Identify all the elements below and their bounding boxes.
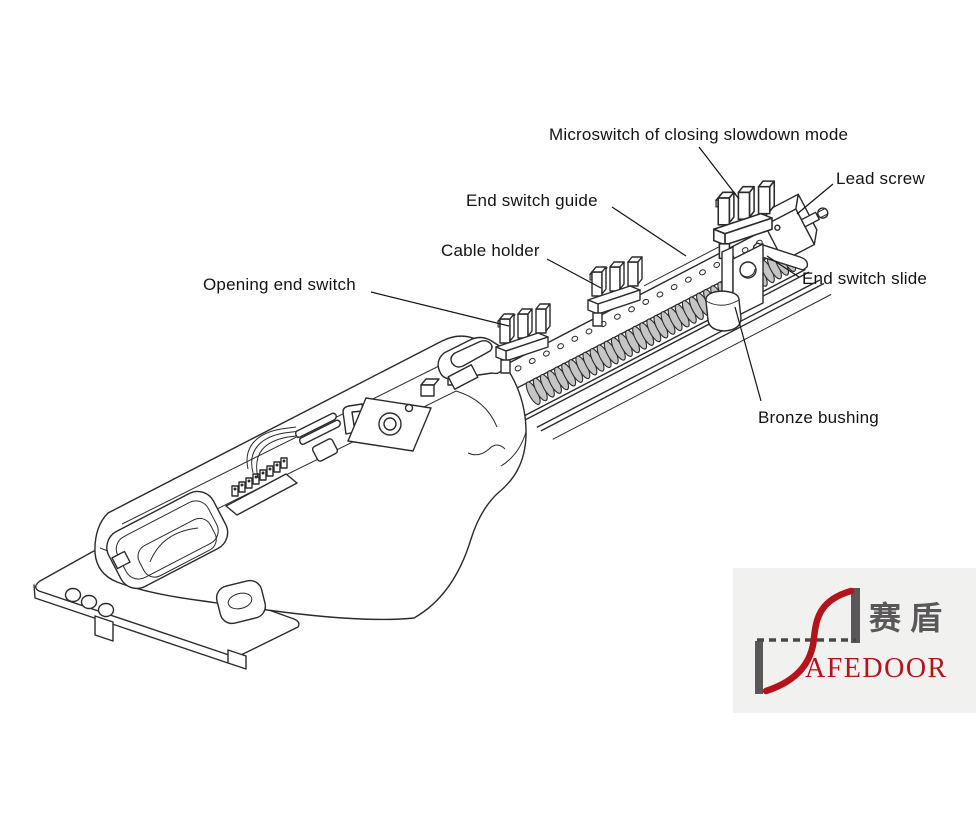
label-end-switch-slide: End switch slide	[802, 269, 927, 288]
label-microswitch: Microswitch of closing slowdown mode	[549, 125, 848, 144]
bottom-tab	[215, 579, 267, 625]
lead-screw-tip	[800, 207, 829, 228]
motor-plate	[342, 397, 432, 452]
label-lead-screw: Lead screw	[836, 169, 925, 188]
terminal-block	[225, 457, 298, 516]
label-end-switch-guide: End switch guide	[466, 191, 598, 210]
label-bronze-bushing: Bronze bushing	[758, 408, 879, 427]
logo-s-curve	[762, 587, 855, 695]
logo-left-bar	[755, 641, 763, 694]
label-opening-end-switch: Opening end switch	[203, 275, 356, 294]
logo-cjk-text: 赛盾	[869, 599, 951, 637]
cable-loop	[246, 412, 341, 479]
top-cutout	[106, 490, 229, 590]
cable-clip	[311, 438, 339, 462]
logo-right-bar	[851, 588, 860, 643]
bronze-bushing	[705, 290, 742, 332]
logo-latin-text: AFEDOOR	[805, 653, 948, 684]
leader-lines	[370, 146, 834, 402]
end-bearing-block	[764, 193, 829, 262]
label-cable-holder: Cable holder	[441, 241, 540, 260]
housing-body	[94, 335, 527, 625]
end-switch-slide	[721, 242, 809, 322]
safedoor-logo: 赛盾 AFEDOOR	[733, 568, 976, 713]
